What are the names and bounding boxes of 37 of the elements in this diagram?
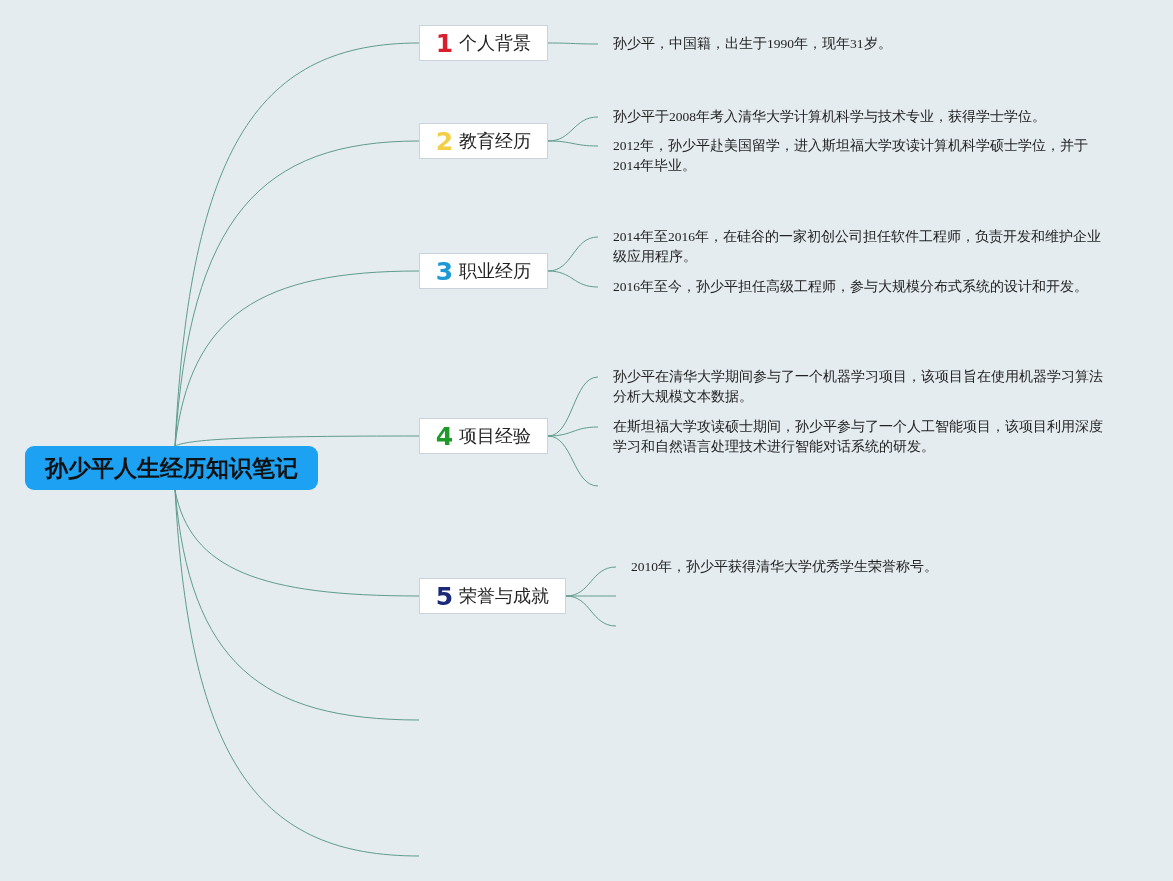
branch-line [547, 42, 599, 45]
branch-line [174, 435, 420, 447]
branch-line [547, 426, 599, 437]
topic-label: 荣誉与成就 [459, 585, 550, 608]
branch-line [547, 140, 599, 147]
branch-line [174, 140, 420, 447]
note-text: 孙少平于2008年考入清华大学计算机科学与技术专业，获得学士学位。 [598, 107, 1108, 127]
topic-label: 项目经验 [459, 425, 532, 448]
topic-box [419, 578, 566, 614]
central-topic-box: 孙少平人生经历知识笔记 [25, 446, 318, 490]
topic-box [419, 25, 548, 61]
branch-line [174, 489, 420, 857]
branch-line [174, 270, 420, 447]
topic-box [419, 123, 548, 159]
topic-number: 2 [435, 126, 454, 156]
topic-number: 4 [435, 421, 454, 451]
branch-line [547, 270, 599, 288]
note-text: 2010年，孙少平获得清华大学优秀学生荣誉称号。 [616, 557, 1016, 577]
branch-line [565, 595, 617, 627]
topic-number: 3 [435, 256, 454, 286]
topic-label: 个人背景 [459, 32, 532, 55]
branch-line [547, 236, 599, 272]
topic-label: 职业经历 [459, 260, 532, 283]
topic-number: 1 [435, 28, 454, 58]
note-text: 孙少平在清华大学期间参与了一个机器学习项目，该项目旨在使用机器学习算法分析大规模文本数据。 [598, 367, 1108, 407]
topic-number: 5 [435, 581, 454, 611]
note-text: 在斯坦福大学攻读硕士期间，孙少平参与了一个人工智能项目，该项目利用深度学习和自然语言处理技术进行智能对话系统的研发。 [598, 417, 1108, 457]
note-text: 2016年至今，孙少平担任高级工程师，参与大规模分布式系统的设计和开发。 [598, 277, 1108, 317]
note-text: 孙少平，中国籍，出生于1990年，现年31岁。 [598, 34, 1108, 54]
note-text: 2014年至2016年，在硅谷的一家初创公司担任软件工程师，负责开发和维护企业级应用程序。 [598, 227, 1108, 267]
branch-line [565, 595, 617, 597]
topic-box [419, 253, 548, 289]
branch-line [547, 435, 599, 487]
note-text: 2012年，孙少平赴美国留学，进入斯坦福大学攻读计算机科学硕士学位，并于2014年毕业。 [598, 136, 1108, 176]
branch-line [174, 42, 420, 447]
topic-box [419, 418, 548, 454]
topic-label: 教育经历 [459, 130, 532, 153]
